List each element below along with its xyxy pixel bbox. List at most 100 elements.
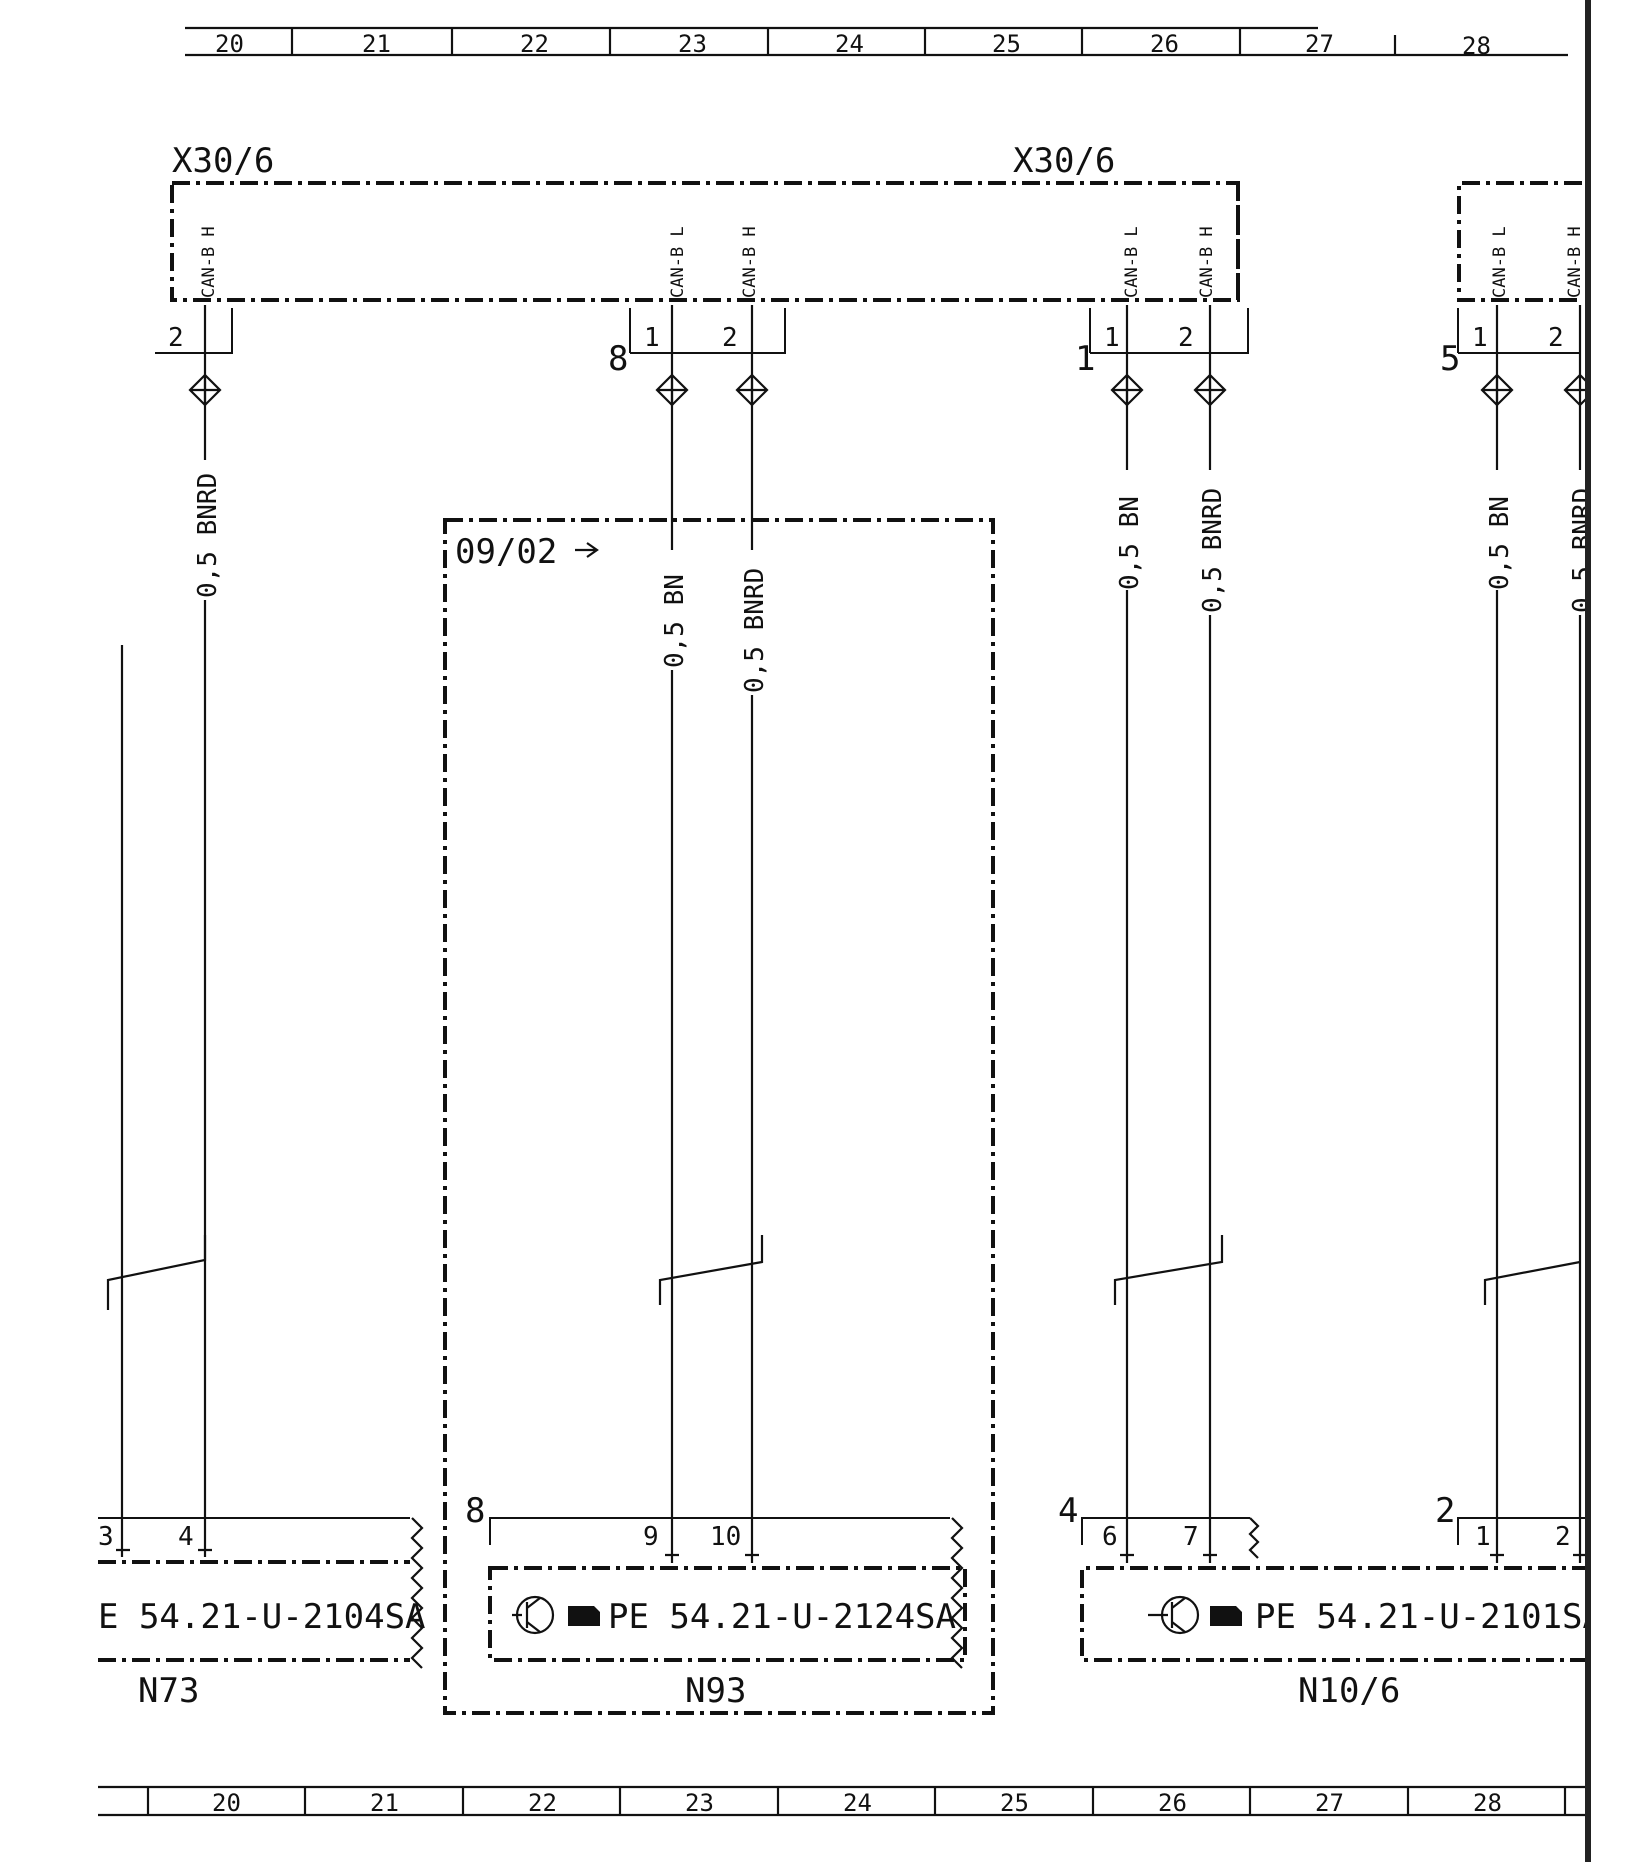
transistor-icon-leads	[1148, 1597, 1186, 1633]
module-n93-frame	[488, 1566, 967, 1662]
top-ruler: 20 21 22 23 24 25 26 27 28	[185, 26, 1568, 60]
pointing-hand-icon	[1210, 1606, 1242, 1626]
optional-box-09-02: 09/02	[443, 518, 995, 1715]
wire-label-bnrd-2: 0,5 BNRD	[740, 568, 770, 693]
ruler-top-27: 27	[1305, 30, 1334, 58]
signal-can-h-2: CAN-B H	[740, 226, 760, 298]
pin-bracket	[629, 308, 786, 354]
module-break-zigzag	[950, 1517, 964, 1669]
pin-label-1-bottom: 1	[1475, 1522, 1491, 1552]
connector-label-x30-right: X30/6	[1013, 141, 1115, 181]
module-n10-edge	[1081, 1517, 1250, 1545]
module-n73-ref: E 54.21-U-2104SA	[98, 1597, 426, 1637]
pin-label-9: 9	[643, 1522, 659, 1552]
wire-label-bn-1: 0,5 BN	[660, 574, 690, 668]
pin-label-1-top: 1	[1075, 339, 1095, 379]
pin-terminal	[116, 1545, 212, 1557]
pin-label-2c: 2	[722, 323, 738, 353]
transistor-icon-leads	[512, 1597, 541, 1633]
pin-label-2a: 2	[168, 323, 184, 353]
ruler-top-23: 23	[678, 30, 707, 58]
ruler-top-22: 22	[520, 30, 549, 58]
pin-label-7: 7	[1183, 1522, 1199, 1552]
bottom-ruler: 20 21 22 23 24 25 26 27 28	[98, 1785, 1585, 1817]
ruler-bottom-27: 27	[1315, 1789, 1344, 1817]
ruler-top-25: 25	[992, 30, 1021, 58]
signal-can-l-1: CAN-B L	[668, 226, 688, 298]
ruler-bottom-25: 25	[1000, 1789, 1029, 1817]
pin-bracket	[155, 308, 233, 354]
module-n93: 8 9 10 PE 54.21-U-2124SA N93	[465, 1491, 967, 1711]
module-n73-frame	[98, 1560, 410, 1662]
pin-label-1b: 1	[644, 323, 660, 353]
pin-label-2-bottom: 2	[1555, 1522, 1571, 1552]
pin-bracket	[1089, 308, 1249, 354]
module-break-zigzag	[410, 1517, 424, 1669]
ruler-top-20: 20	[215, 30, 244, 58]
optional-box-frame	[443, 518, 995, 1715]
ruler-bottom-21: 21	[370, 1789, 399, 1817]
pin-label-2e: 2	[1178, 323, 1194, 353]
signal-can-h-4: CAN-B H	[1565, 226, 1585, 298]
wire-label-bnrd-3: 0,5 BNRD	[1198, 488, 1228, 613]
ruler-top-26: 26	[1150, 30, 1179, 58]
ruler-bottom-24: 24	[843, 1789, 872, 1817]
wire-labels: 0,5 BNRD 0,5 BN 0,5 BNRD 0,5 BN 0,5 BNRD…	[190, 460, 1598, 695]
wire-label-bn-3: 0,5 BN	[1485, 496, 1515, 590]
connector-frame	[170, 181, 1240, 302]
connector-right-partial: CAN-B L CAN-B H	[1457, 181, 1585, 302]
module-n93-edge	[489, 1517, 950, 1545]
pin-label-10: 10	[710, 1522, 741, 1552]
pin-label-6: 6	[1102, 1522, 1118, 1552]
ruler-bottom-22: 22	[528, 1789, 557, 1817]
module-n73: 3 4 E 54.21-U-2104SA N73	[98, 1517, 426, 1711]
module-n10-ref: PE 54.21-U-2101SA	[1255, 1597, 1603, 1637]
module-right-edge	[1457, 1517, 1590, 1545]
pin-terminal	[665, 1545, 759, 1563]
pin-label-4b: 4	[1058, 1491, 1078, 1531]
pin-label-8: 8	[465, 1491, 485, 1531]
ruler-top-28: 28	[1462, 32, 1491, 60]
ruler-bottom-23: 23	[685, 1789, 714, 1817]
pin-bracket	[1457, 308, 1580, 354]
signal-can-l-3: CAN-B L	[1490, 226, 1510, 298]
pointing-hand-icon	[568, 1606, 600, 1626]
arrow-right-icon	[575, 542, 599, 558]
twist-mark	[106, 1235, 207, 1310]
connector-right-frame	[1457, 181, 1582, 302]
pin-label-4a: 4	[178, 1522, 194, 1552]
twist-mark	[1483, 1260, 1581, 1305]
connector-x30-6: X30/6 X30/6 CAN-B H CAN-B L CAN-B H CAN-…	[170, 141, 1240, 302]
pin-terminal	[1490, 1545, 1587, 1563]
twisted-pair-symbol	[188, 373, 1597, 407]
module-n93-name: N93	[685, 1671, 746, 1711]
pin-label-1d: 1	[1104, 323, 1120, 353]
optional-box-label: 09/02	[455, 532, 557, 572]
pin-label-3: 3	[98, 1522, 114, 1552]
ruler-bottom-26: 26	[1158, 1789, 1187, 1817]
twist-mark	[658, 1235, 764, 1305]
module-n73-name: N73	[138, 1671, 199, 1711]
pin-terminal	[1120, 1545, 1217, 1563]
wire-label-bnrd-1: 0,5 BNRD	[193, 473, 223, 598]
ruler-bottom-20: 20	[212, 1789, 241, 1817]
module-n10-name: N10/6	[1298, 1671, 1400, 1711]
twist-mark	[1113, 1235, 1224, 1305]
ruler-top-24: 24	[835, 30, 864, 58]
connector-label-x30-left: X30/6	[172, 141, 274, 181]
pin-label-1f: 1	[1472, 323, 1488, 353]
module-right-partial: 2 1 2	[1435, 1491, 1590, 1563]
signal-can-l-2: CAN-B L	[1122, 226, 1142, 298]
connector-pins: 2 8 1 2 1 1 2 5 1 2	[155, 308, 1580, 379]
signal-can-h-3: CAN-B H	[1197, 226, 1217, 298]
pin-label-5-top: 5	[1440, 339, 1460, 379]
pin-label-2: 2	[1435, 1491, 1455, 1531]
module-n10-frame	[1080, 1566, 1590, 1662]
module-n10-6: 4 6 7 PE 54.21-U-2101SA N10/6	[1058, 1491, 1603, 1711]
page-margin	[1591, 0, 1648, 1862]
pin-label-8-top: 8	[608, 339, 628, 379]
ruler-top-21: 21	[362, 30, 391, 58]
module-n93-ref: PE 54.21-U-2124SA	[608, 1597, 956, 1637]
pin-label-2g: 2	[1548, 323, 1564, 353]
signal-can-h-1: CAN-B H	[199, 226, 219, 298]
